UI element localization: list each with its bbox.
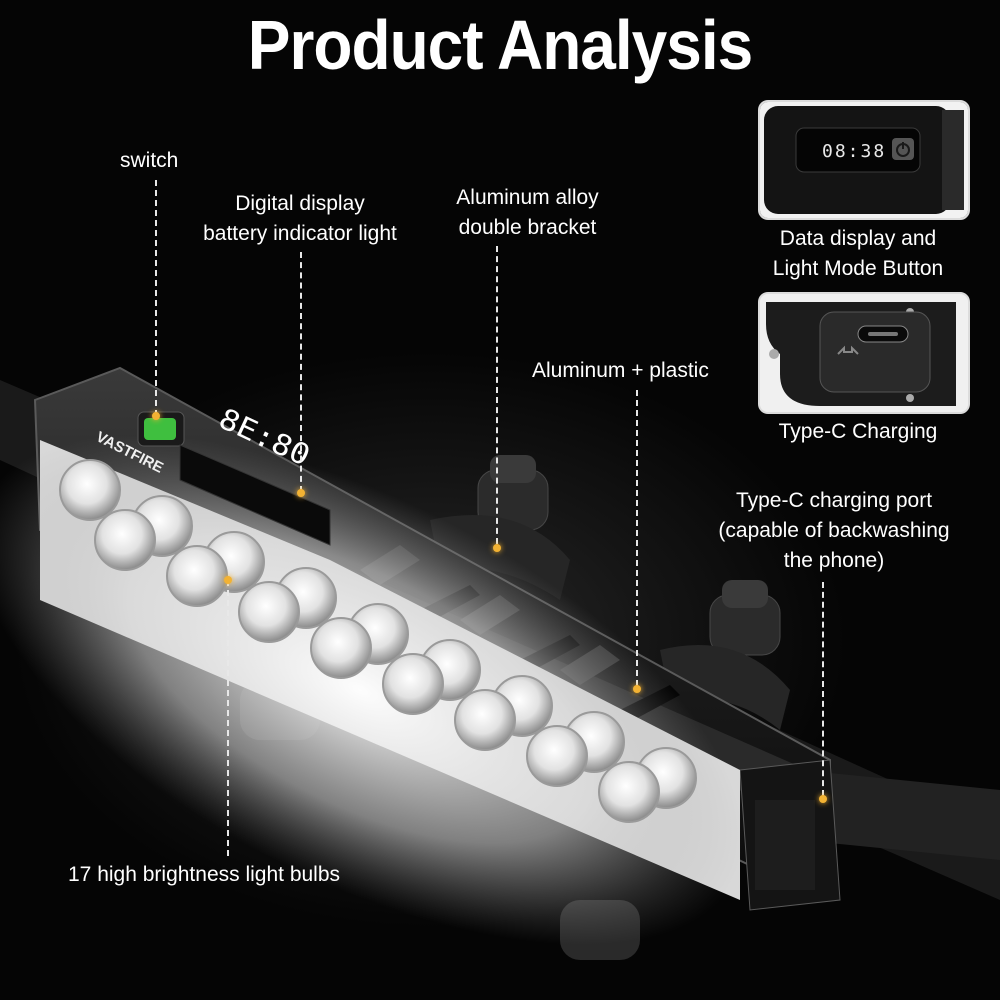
callout-material-line: [636, 390, 638, 686]
usb-c-port-icon[interactable]: [857, 325, 909, 343]
callout-port-line2: (capable of backwashing: [718, 519, 950, 542]
inset-charging-illustration: [760, 294, 968, 412]
light-bulb: [238, 581, 300, 643]
callout-material: Aluminum + plastic: [532, 359, 709, 382]
inset-display-caption-line1: Data display and: [779, 227, 937, 250]
light-bulb: [454, 689, 516, 751]
callout-bulbs-dot: [224, 576, 232, 584]
bracket-knob-2: [660, 580, 790, 730]
callout-bulbs-line: [227, 580, 229, 856]
callout-bracket-line: [496, 246, 498, 544]
inset-display-illustration: 08:38: [760, 102, 968, 218]
power-icon[interactable]: [892, 138, 914, 160]
callout-bracket-dot: [493, 544, 501, 552]
callout-display-line: [300, 252, 302, 492]
inset-display-readout: 08:38: [822, 141, 886, 162]
callout-bracket-line2: double bracket: [458, 216, 597, 239]
light-bulb: [382, 653, 444, 715]
page-title: Product Analysis: [247, 6, 753, 84]
inset-display-caption: Data display and Light Mode Button: [752, 224, 964, 284]
callout-display-line1: Digital display: [235, 192, 365, 215]
light-bulbs: [59, 459, 697, 823]
callout-display: Digital display battery indicator light: [186, 189, 414, 249]
callout-port: Type-C charging port (capable of backwas…: [698, 486, 970, 576]
inset-display-caption-line2: Light Mode Button: [772, 257, 944, 280]
callout-bracket: Aluminum alloy double bracket: [440, 183, 615, 243]
light-bulb: [94, 509, 156, 571]
inset-charging-photo: [758, 292, 970, 414]
light-bulb: [59, 459, 121, 521]
inset-charging-caption: Type-C Charging: [778, 420, 938, 443]
light-bulb: [526, 725, 588, 787]
callout-material-dot: [633, 685, 641, 693]
callout-port-dot: [819, 795, 827, 803]
callout-port-line: [822, 582, 824, 796]
light-bulb: [598, 761, 660, 823]
callout-switch: switch: [120, 149, 179, 172]
callout-bulbs: 17 high brightness light bulbs: [68, 863, 341, 886]
callout-switch-line: [155, 180, 157, 416]
callout-display-dot: [297, 489, 305, 497]
callout-port-line3: the phone): [783, 549, 885, 572]
power-switch[interactable]: [137, 411, 185, 447]
callout-display-line2: battery indicator light: [203, 222, 397, 245]
light-bulb: [166, 545, 228, 607]
callout-bracket-line1: Aluminum alloy: [456, 186, 599, 209]
callout-port-line1: Type-C charging port: [735, 489, 933, 512]
inset-display-photo: 08:38: [758, 100, 970, 220]
light-bulb: [310, 617, 372, 679]
callout-switch-dot: [152, 412, 160, 420]
